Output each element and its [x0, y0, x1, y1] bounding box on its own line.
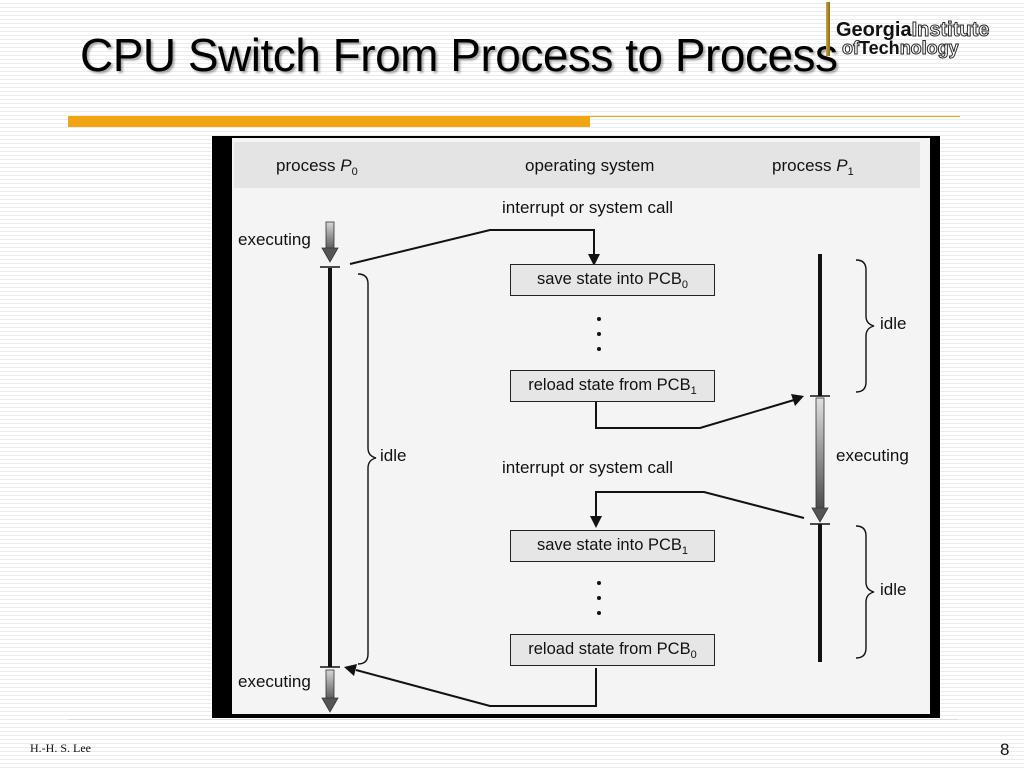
ellipsis-dot [597, 596, 601, 600]
p1-idle-top-brace [855, 259, 875, 393]
logo-word-nology: nology [899, 38, 959, 58]
diagram-lines [320, 221, 875, 713]
ellipsis-dot [597, 332, 601, 336]
logo-word-institute: Institute [911, 19, 990, 41]
arrow-os-to-p1 [595, 394, 804, 429]
context-switch-figure: process P0 operating system process P1 [212, 136, 940, 718]
arrow-p0-to-os [349, 229, 600, 266]
box-save-state-pcb1: save state into PCB1 [510, 530, 715, 562]
header-process-p0: process P0 [276, 156, 358, 178]
page-number: 8 [1000, 740, 1010, 759]
arrow-p1-to-os [590, 491, 805, 528]
logo-line-2: ofTechnology [842, 38, 960, 58]
title-underline [68, 116, 590, 127]
logo-word-tech: Tech [859, 38, 900, 58]
slide-title: CPU Switch From Process to Process [80, 29, 838, 81]
box-reload-state-pcb1: reload state from PCB1 [510, 370, 715, 402]
ellipsis-dot [597, 611, 601, 615]
p1-idle-bottom-label: idle [880, 580, 907, 599]
logo-word-georgia: Georgia [836, 19, 912, 41]
p0-idle-label: idle [380, 446, 407, 465]
footer-rule [68, 719, 958, 720]
p0-executing-top-label: executing [238, 230, 311, 249]
p0-executing-bottom-arrow [321, 669, 339, 713]
p1-idle-top-label: idle [880, 314, 907, 333]
logo-mark-icon [826, 2, 830, 56]
p1-executing-label: executing [836, 446, 909, 465]
logo-line-1: GeorgiaInstitute [836, 19, 990, 41]
event-interrupt-2: interrupt or system call [502, 458, 673, 477]
arrow-os-to-p0 [344, 664, 597, 707]
title-underline-thin [590, 116, 960, 117]
ellipsis-dot [597, 317, 601, 321]
p0-executing-top-arrow [321, 221, 339, 263]
figure-header-band [234, 142, 920, 188]
header-operating-system: operating system [525, 156, 655, 175]
ellipsis-dot [597, 581, 601, 585]
box-reload-state-pcb0: reload state from PCB0 [510, 634, 715, 666]
p0-idle-brace [357, 273, 377, 665]
logo-word-of: of [842, 38, 860, 58]
figure-canvas: process P0 operating system process P1 [232, 138, 930, 714]
p1-idle-bottom-brace [855, 525, 875, 659]
ellipsis-dot [597, 347, 601, 351]
p0-executing-bottom-label: executing [238, 672, 311, 691]
event-interrupt-1: interrupt or system call [502, 198, 673, 217]
header-process-p1: process P1 [772, 156, 854, 178]
footer-author: H.-H. S. Lee [30, 741, 91, 755]
georgia-tech-logo: GeorgiaInstitute ofTechnology [822, 2, 1022, 62]
box-save-state-pcb0: save state into PCB0 [510, 264, 715, 296]
p1-executing-arrow [811, 397, 829, 523]
